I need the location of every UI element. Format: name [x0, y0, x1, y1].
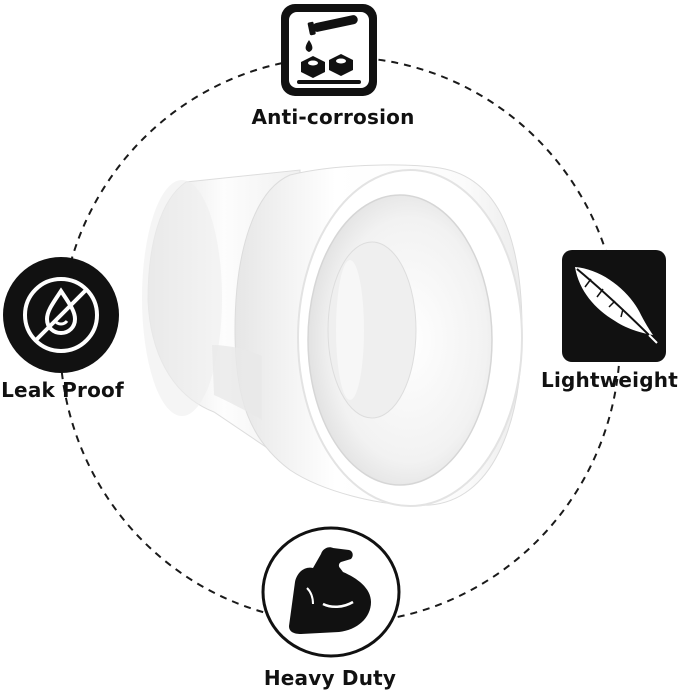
feather-icon: [562, 250, 666, 362]
pvc-reducer-fitting: [142, 164, 523, 507]
anti-corrosion-badge: [279, 2, 379, 98]
corrosion-icon: [281, 4, 377, 96]
anti-corrosion-label: Anti-corrosion: [251, 105, 415, 129]
lightweight-badge: [561, 249, 667, 363]
lightweight-label: Lightweight: [541, 368, 678, 392]
leak-proof-label: Leak Proof: [1, 378, 124, 402]
flexed-arm-icon: [261, 526, 401, 658]
heavy-duty-label: Heavy Duty: [263, 666, 397, 690]
no-water-drop-icon: [3, 257, 119, 373]
heavy-duty-badge: [261, 526, 401, 659]
leak-proof-badge: [1, 255, 121, 375]
